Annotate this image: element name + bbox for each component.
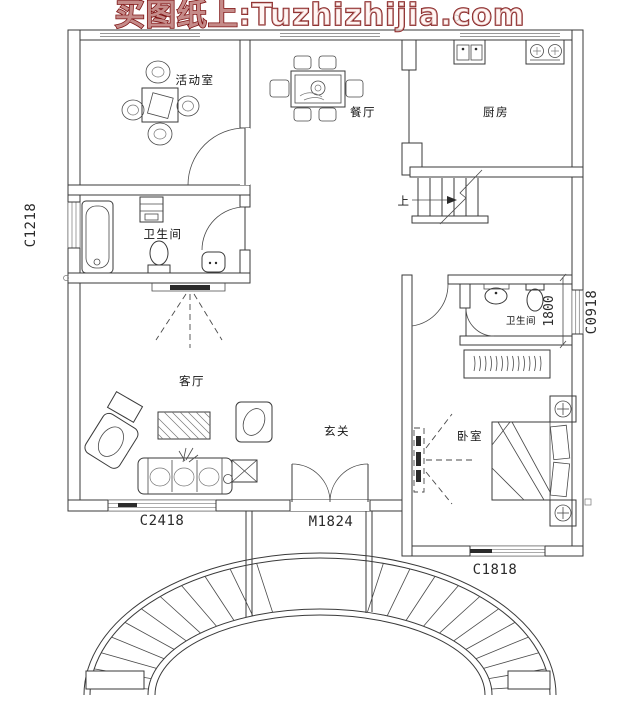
room-label-bathroom-left: 卫生间 bbox=[144, 227, 183, 241]
bathtub-icon bbox=[81, 200, 114, 274]
toilet-left-icon bbox=[147, 240, 171, 274]
window-label-c0918: C0918 bbox=[584, 290, 600, 335]
window-c1218 bbox=[67, 201, 81, 249]
bed-icon bbox=[491, 421, 573, 501]
stair-end-block-right bbox=[507, 670, 551, 690]
room-label-living: 客厅 bbox=[179, 374, 205, 388]
dimension-1800 bbox=[559, 273, 567, 349]
watermark-text: 买图纸上:Tuzhizhijia.com bbox=[115, 0, 526, 33]
bathroom-right-door bbox=[465, 307, 495, 337]
wardrobe-icon bbox=[463, 349, 551, 379]
plant-icon bbox=[178, 447, 199, 463]
basin-right-icon bbox=[483, 283, 510, 305]
side-table-icon bbox=[106, 391, 144, 423]
exterior-curved-stairs bbox=[83, 511, 557, 696]
activity-room-door bbox=[187, 127, 250, 186]
room-label-kitchen: 厨房 bbox=[483, 105, 509, 119]
mop-basin-icon bbox=[201, 251, 226, 273]
dining-table-icon bbox=[269, 55, 364, 122]
window-c1818 bbox=[469, 545, 546, 557]
corner-table-icon bbox=[223, 459, 258, 484]
stove-icon bbox=[525, 39, 565, 65]
door-label-m1824: M1824 bbox=[309, 514, 354, 530]
survey-marks bbox=[63, 14, 592, 506]
window-label-c2418: C2418 bbox=[140, 513, 185, 529]
interior-staircase bbox=[411, 169, 489, 225]
room-label-dining: 餐厅 bbox=[350, 105, 376, 119]
window-label-c1218: C1218 bbox=[23, 203, 39, 248]
chaise-chair-icon bbox=[84, 412, 139, 469]
room-label-entry: 玄关 bbox=[324, 424, 350, 438]
room-label-bathroom-right: 卫生间 bbox=[506, 315, 536, 327]
washer-icon bbox=[139, 196, 164, 223]
window-c0918 bbox=[571, 289, 584, 335]
bedroom-suite-door bbox=[411, 283, 449, 327]
stairs-up-arrowhead bbox=[447, 196, 457, 204]
room-label-bedroom: 卧室 bbox=[457, 429, 483, 443]
nightstand-lamp-top-icon bbox=[549, 395, 577, 423]
toilet-right-icon bbox=[525, 283, 545, 312]
bedroom-tv-icon bbox=[413, 413, 474, 505]
nightstand-lamp-bottom-icon bbox=[549, 499, 577, 527]
window-c2418 bbox=[107, 499, 217, 512]
stair-end-block-left bbox=[85, 670, 145, 690]
armchair-icon bbox=[235, 401, 273, 443]
stairs-up-label: 上 bbox=[398, 194, 411, 208]
dimension-1800-label: 1800 bbox=[542, 295, 557, 326]
bathroom-left-door bbox=[201, 206, 246, 251]
window-label-c1818: C1818 bbox=[473, 562, 518, 578]
entry-double-door-m1824 bbox=[289, 463, 371, 511]
top-wall-windows bbox=[100, 33, 560, 37]
room-label-activity: 活动室 bbox=[176, 73, 215, 87]
interior-walls bbox=[67, 39, 584, 557]
mahjong-table-icon bbox=[121, 60, 200, 146]
kitchen-sink-icon bbox=[453, 39, 486, 65]
sofa-icon bbox=[137, 457, 233, 495]
coffee-table-icon bbox=[157, 411, 211, 440]
living-tv-icon bbox=[151, 283, 226, 348]
